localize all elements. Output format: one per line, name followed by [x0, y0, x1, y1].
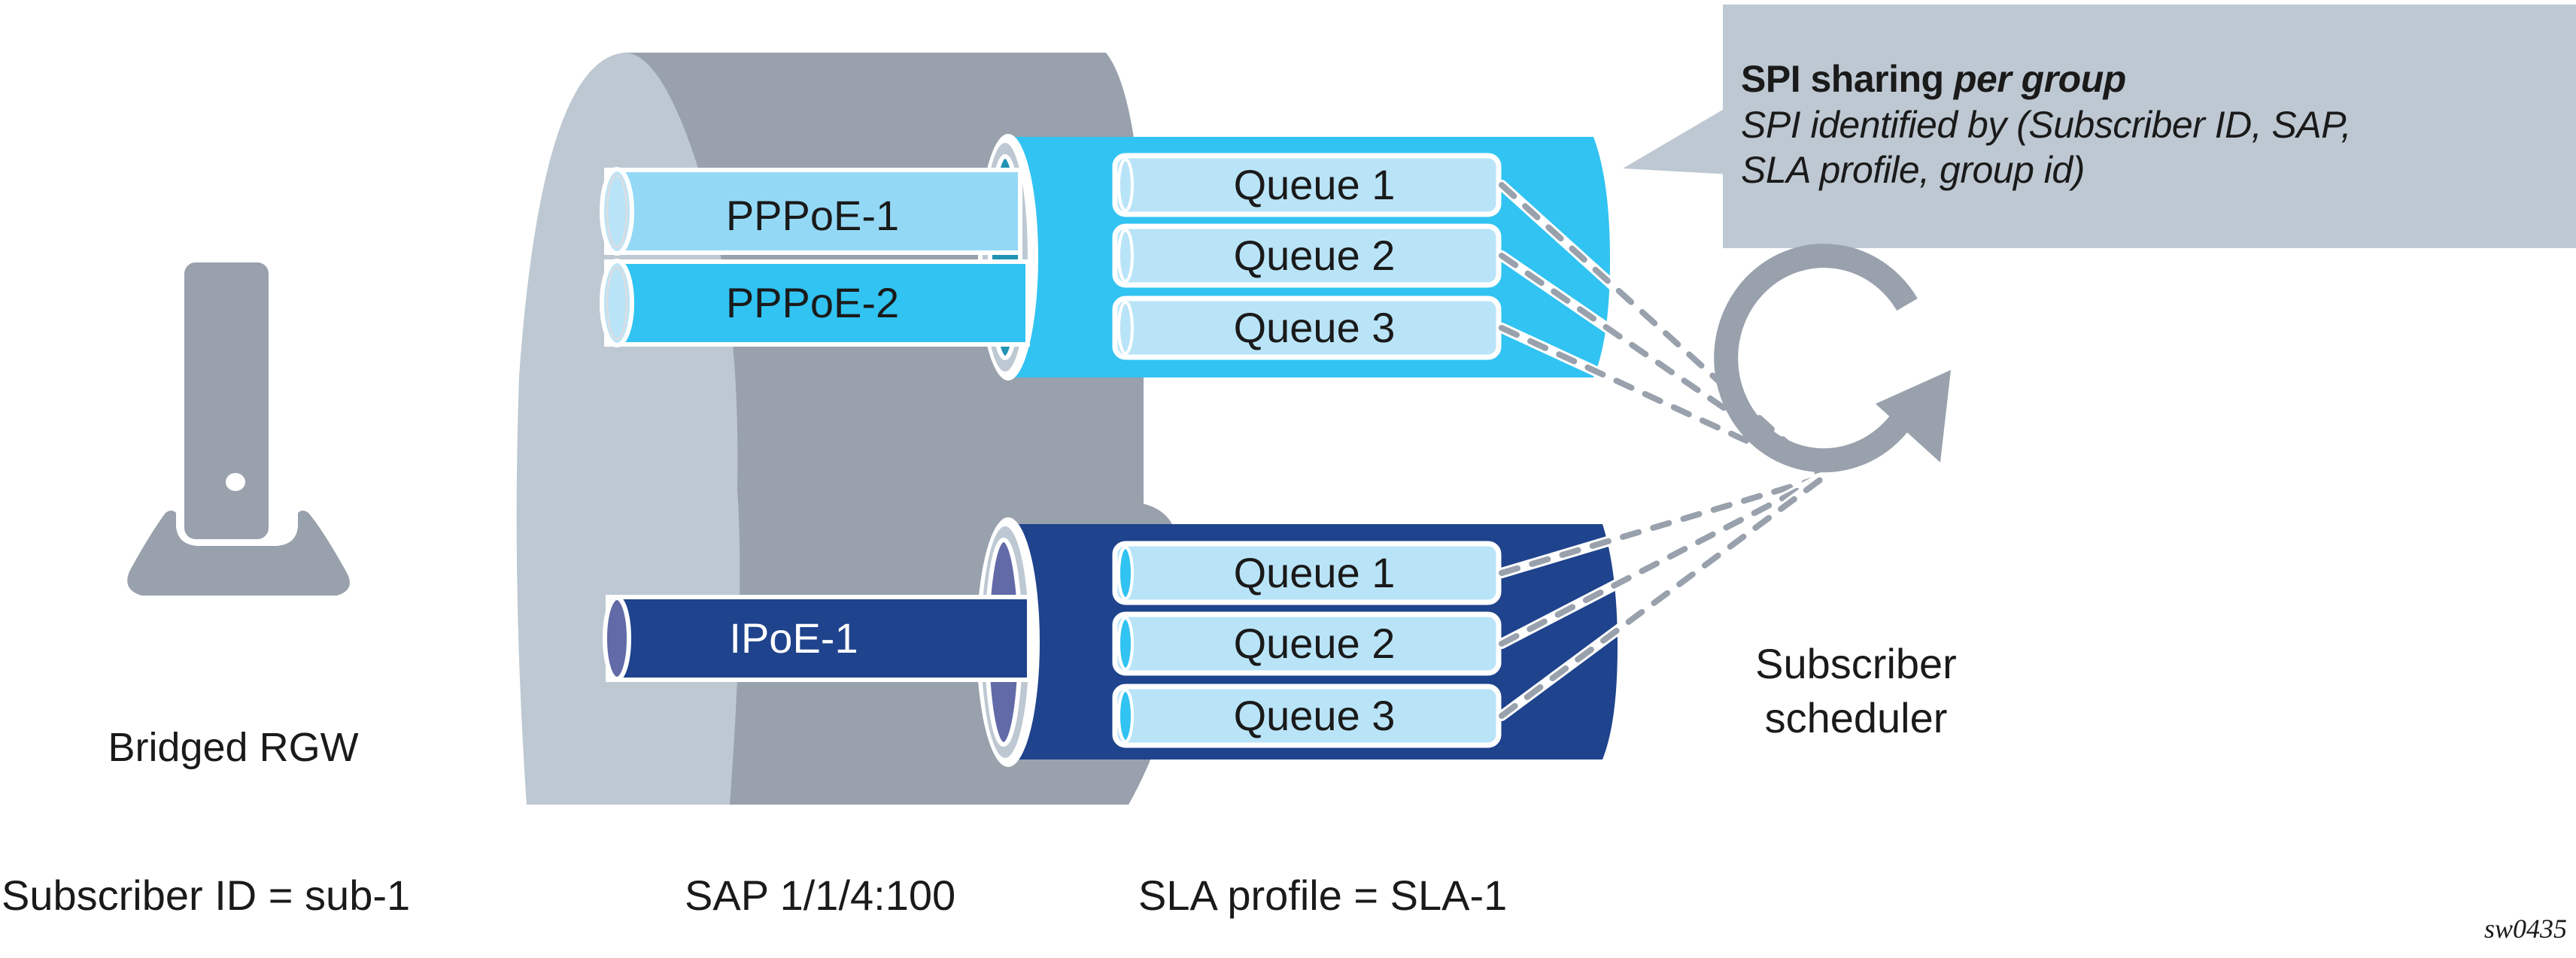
figure-id: sw0435 [2483, 914, 2567, 944]
queue-tube-end [1117, 689, 1134, 743]
scheduler-label-line1: Subscriber [1755, 640, 1957, 687]
router-icon [127, 258, 350, 596]
scheduler-link [1499, 182, 1827, 480]
note-callout-tail [1623, 105, 1730, 174]
queue-tube-end [1117, 229, 1134, 283]
pppoe-2-tube-body [604, 259, 1030, 347]
queue-1-2: Queue 2 [1112, 223, 1502, 288]
queue-1-1: Queue 1 [1112, 153, 1502, 217]
session-label-ipoe-1: IPoE-1 [729, 614, 858, 662]
queue-label: Queue 2 [1234, 232, 1396, 279]
note-callout [1623, 5, 2576, 248]
queue-tube-end [1117, 546, 1134, 600]
queue-2-3: Queue 3 [1112, 684, 1502, 748]
session-tube-ipoe-1 [603, 595, 1031, 682]
scheduler-link [1499, 474, 1827, 719]
scheduler-link [1499, 474, 1827, 576]
router-body [180, 258, 273, 544]
session-tube-pppoe-2 [600, 259, 1030, 347]
cycle-arrow-icon [1714, 244, 1951, 473]
queue-label: Queue 3 [1234, 304, 1396, 351]
scheduler-label-line2: scheduler [1765, 694, 1948, 741]
sap-label: SAP 1/1/4:100 [685, 872, 955, 919]
session-label-pppoe-1: PPPoE-1 [726, 192, 899, 239]
queue-tube-end [1117, 301, 1134, 355]
scheduler-arrowhead [1876, 370, 1951, 462]
pppoe-1-tube-end-rim [606, 174, 628, 249]
sla-profile-label: SLA profile = SLA-1 [1138, 872, 1507, 919]
queue-2-1: Queue 1 [1112, 541, 1502, 605]
queue-label: Queue 2 [1234, 620, 1396, 667]
queue-label: Queue 1 [1234, 549, 1396, 596]
router-base [127, 511, 350, 596]
note-callout-box [1723, 5, 2576, 248]
queue-tube-end [1117, 158, 1134, 212]
subscriber-id-label: Subscriber ID = sub-1 [2, 872, 410, 919]
session-tube-pppoe-1 [600, 167, 1022, 256]
queue-label: Queue 1 [1234, 161, 1396, 208]
queue-label: Queue 3 [1234, 692, 1396, 739]
session-label-pppoe-2: PPPoE-2 [726, 279, 899, 326]
queue-tube-end [1117, 617, 1134, 671]
scheduler-link [1499, 474, 1827, 647]
queue-1-3: Queue 3 [1112, 296, 1502, 360]
pppoe-2-tube-end-rim [606, 265, 628, 341]
scheduler-ring [1714, 244, 1921, 473]
queue-2-2: Queue 2 [1112, 611, 1502, 676]
ipoe-1-tube-end [603, 596, 631, 681]
group-2-queues: Queue 1 Queue 2 Queue 3 [1112, 541, 1502, 748]
group-1-queues: Queue 1 Queue 2 Queue 3 [1112, 153, 1502, 360]
pppoe-1-tube-body [604, 168, 1022, 255]
router-led [226, 473, 245, 491]
device-label: Bridged RGW [108, 725, 358, 770]
